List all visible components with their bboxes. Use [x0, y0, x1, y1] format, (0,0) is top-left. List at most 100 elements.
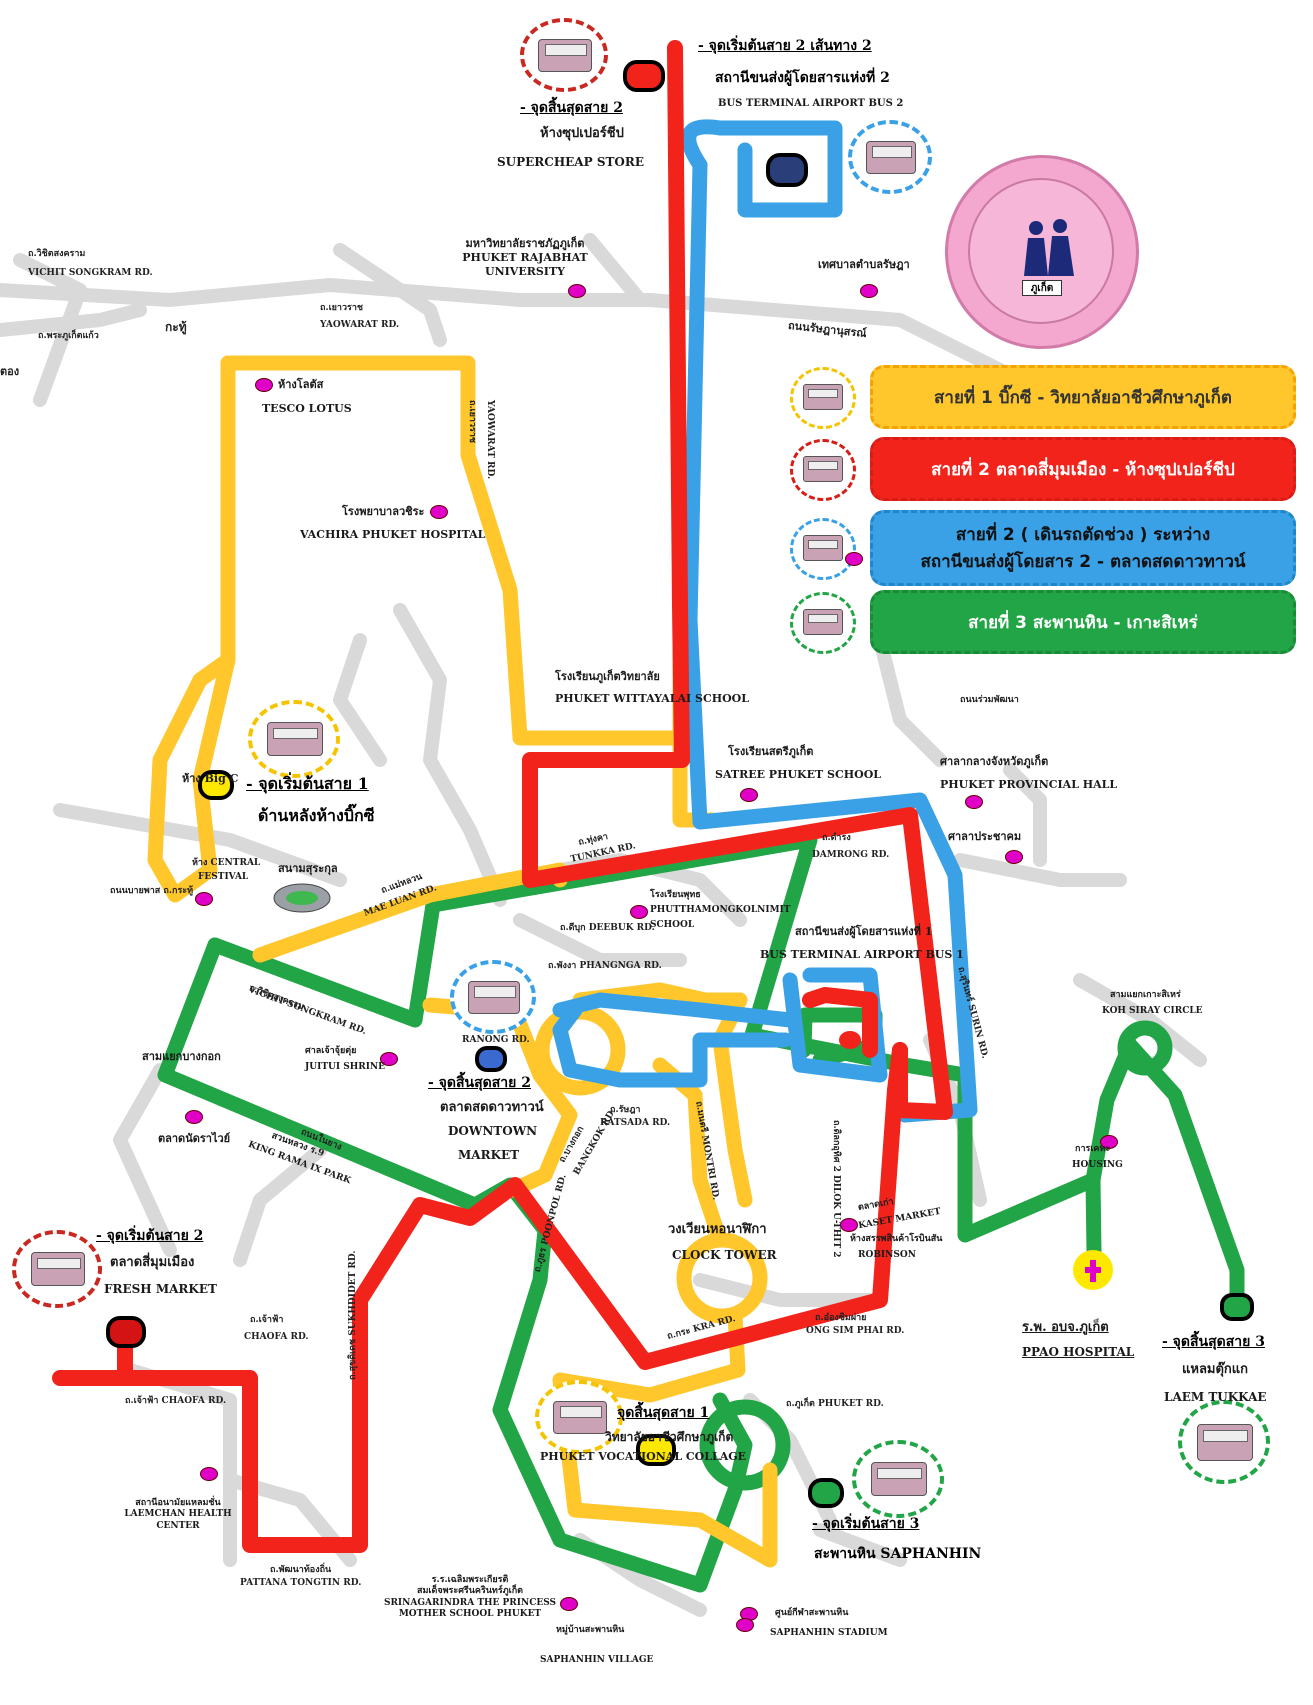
pin-r2-end: [623, 60, 665, 92]
route-3-green-line: [157, 832, 1245, 1593]
road-chaofa-2: ถ.เจ้าฟ้า CHAOFA RD.: [125, 1396, 227, 1406]
poi-unknown: [845, 552, 863, 566]
place-central-en: FESTIVAL: [198, 872, 249, 882]
r2-start-title: - จุดเริ่มต้นสาย 2: [96, 1228, 204, 1244]
place-srinagarindra-en1: SRINAGARINDRA THE PRINCESS: [383, 1597, 557, 1608]
place-juitui-th: ศาลเจ้าจุ้ยตุ่ย: [305, 1046, 357, 1056]
place-rajabhat-th: มหาวิทยาลัยราชภัฏภูเก็ต: [465, 237, 585, 250]
road-deebuk: ถ.ดีบุก DEEBUK RD.: [560, 920, 655, 934]
place-housing-th: การเคหะ: [1075, 1144, 1111, 1154]
poi-kaset-market: [840, 1218, 858, 1232]
road-sukhdidet-th: ถ.สุขดิเดช: [348, 1338, 358, 1380]
poi-central: [195, 892, 213, 906]
road-yaowarat-en: YAOWARAT RD.: [320, 320, 400, 330]
place-bigc: ห้าง Big C: [182, 772, 239, 785]
legend-row-3: สายที่ 2 ( เดินรถตัดช่วง ) ระหว่าง สถานี…: [790, 510, 1300, 586]
poi-srinagarindra: [560, 1597, 578, 1611]
downtown-en2: MARKET: [458, 1148, 520, 1162]
poi-laemchan: [200, 1467, 218, 1481]
legend-route-3: สายที่ 3 สะพานหิน - เกาะสิเหร่: [870, 590, 1296, 654]
pin-downtown: [475, 1046, 507, 1072]
poi-saphanhin-stadium-2: [736, 1618, 754, 1632]
road-tong: ตอง: [0, 365, 20, 378]
poi-weekend-market: [185, 1110, 203, 1124]
pin-terminal1: [839, 1031, 861, 1049]
road-phra-phuket: ถ.พระภูเก็ตแก้ว: [38, 331, 99, 341]
pin-r2-start: [106, 1316, 146, 1348]
road-damrong-th: ถ.ดำรง: [822, 833, 851, 843]
road-yaowarat-th: ถ.เยาวราช: [320, 303, 364, 313]
r2-start2-title: - จุดเริ่มต้นสาย 2 เส้นทาง 2: [698, 38, 872, 54]
place-housing-en: HOUSING: [1072, 1160, 1123, 1170]
place-koh-siray-th: สามแยกเกาะสิเหร่: [1110, 990, 1181, 1000]
pin-r1-end: [636, 1434, 676, 1466]
road-phangnga-en: PHANGNGA RD.: [579, 961, 662, 971]
place-vachira-th: โรงพยาบาลวชิระ: [342, 505, 425, 518]
place-laemchan-en2: CENTER: [156, 1520, 200, 1531]
r1-start-title: - จุดเริ่มต้นสาย 1: [246, 774, 369, 793]
legend-route-2-shuttle-line1: สายที่ 2 ( เดินรถตัดช่วง ) ระหว่าง: [955, 525, 1211, 545]
place-rajabhat-en2: UNIVERSITY: [485, 264, 565, 278]
bus-icon: [790, 518, 856, 580]
place-satree-en: SATREE PHUKET SCHOOL: [715, 768, 882, 781]
place-market: ตลาดนัดราไวย์: [158, 1132, 231, 1145]
poi-rajabhat: [568, 284, 586, 298]
road-phangnga-th: ถ.พังงา: [548, 961, 577, 971]
downtown-subtitle: ตลาดสดดาวทาวน์: [440, 1100, 544, 1115]
logo-inner: ภูเก็ต: [968, 178, 1114, 324]
bus-icon-r2-start: [12, 1230, 102, 1308]
r2-start-subtitle: ตลาดสี่มุมเมือง: [110, 1255, 195, 1270]
road-sukhdidet: ถ.สุขดิเดช SUKHDIDET RD.: [345, 1250, 359, 1380]
place-saphanhin-village-en: SAPHANHIN VILLAGE: [540, 1655, 654, 1665]
place-robinson-th: ห้างสรรพสินค้าโรบินสัน: [850, 1234, 943, 1244]
r1-end-en: PHUKET VOCATIONAL COLLAGE: [540, 1450, 747, 1463]
place-srinagarindra-en2: MOTHER SCHOOL PHUKET: [398, 1608, 542, 1619]
legend-row-4: สายที่ 3 สะพานหิน - เกาะสิเหร่: [790, 590, 1300, 654]
place-clock-th: วงเวียนหอนาฬิกา: [668, 1222, 767, 1237]
stadium-icon: [273, 883, 331, 913]
road-vichit-th: ถ.วิชิตสงคราม: [28, 249, 86, 259]
poi-ratsada-municipality: [860, 284, 878, 298]
poi-phutthamongkol: [630, 905, 648, 919]
r2-start2-subtitle: สถานีขนส่งผู้โดยสารแห่งที่ 2: [715, 70, 890, 86]
road-kathu: กะทู้: [165, 320, 187, 334]
bus-icon-downtown: [450, 960, 536, 1034]
r2-end-subtitle: ห้างซุปเปอร์ชีป: [540, 126, 624, 141]
bus-icon-r1-end: [535, 1380, 623, 1454]
place-phuttha-en1: PHUTTHAMONGKOLNIMIT: [650, 905, 791, 915]
road-pattana-th: ถ.พัฒนาท้องถิ่น: [270, 1565, 332, 1575]
road-chaofa-th: ถ.เจ้าฟ้า: [250, 1315, 284, 1325]
road-sukhdidet-en: SUKHDIDET RD.: [348, 1250, 358, 1336]
place-rajabhat-en1: PHUKET RAJABHAT: [462, 250, 588, 264]
legend-route-2: สายที่ 2 ตลาดสี่มุมเมือง - ห้างซุปเปอร์ช…: [870, 437, 1296, 501]
road-ongsimphai-th: ถ.อ๋องซิมผ่าย: [815, 1313, 867, 1323]
place-juitui-en: JUITUI SHRINE: [305, 1062, 385, 1072]
road-yaowarat-v-en: YAOWARAT RD.: [485, 400, 495, 480]
people-icon: [1024, 219, 1074, 276]
place-clock-en: CLOCK TOWER: [672, 1248, 777, 1262]
road-saphankaset: ถนนร่วมพัฒนา: [960, 695, 1019, 705]
place-srinagarindra: ร.ร.เฉลิมพระเกียรติ สมเด็จพระศรีนครินทร์…: [384, 1575, 556, 1620]
r2-end-title: - จุดสิ้นสุดสาย 2: [520, 100, 623, 116]
road-phuket: ถ.ภูเก็ต PHUKET RD.: [786, 1399, 884, 1409]
downtown-en1: DOWNTOWN: [448, 1124, 538, 1138]
r3-start-title: - จุดเริ่มต้นสาย 3: [812, 1516, 920, 1532]
road-yaowarat-v-th: ถ.เยาวราช: [467, 400, 477, 444]
place-central-th: ห้าง CENTRAL: [192, 858, 261, 868]
place-vachira-en: VACHIRA PHUKET HOSPITAL: [300, 528, 486, 541]
r1-start-subtitle: ด้านหลังห้างบิ๊กซี: [258, 806, 375, 825]
bus-icon: [790, 592, 856, 654]
bus-icon-r3-start: [852, 1440, 944, 1518]
r1-end-subtitle: วิทยาลัยอาชีวศึกษาภูเก็ต: [605, 1430, 734, 1444]
place-saphanhin-stadium-th: ศูนย์กีฬาสะพานหิน: [775, 1608, 849, 1618]
pin-r3-end: [1220, 1293, 1254, 1321]
bus-icon: [790, 439, 856, 501]
place-provincial-en: PHUKET PROVINCIAL HALL: [940, 778, 1118, 791]
road-damrong-en: DAMRONG RD.: [812, 850, 890, 860]
poi-sala-prachakhom: [1005, 850, 1023, 864]
place-robinson-en: ROBINSON: [858, 1250, 916, 1260]
bus-icon-r1-start: [248, 700, 340, 778]
place-terminal1-th: สถานีขนส่งผู้โดยสารแห่งที่ 1: [795, 925, 933, 938]
place-phuttha-en2: SCHOOL: [650, 920, 695, 930]
